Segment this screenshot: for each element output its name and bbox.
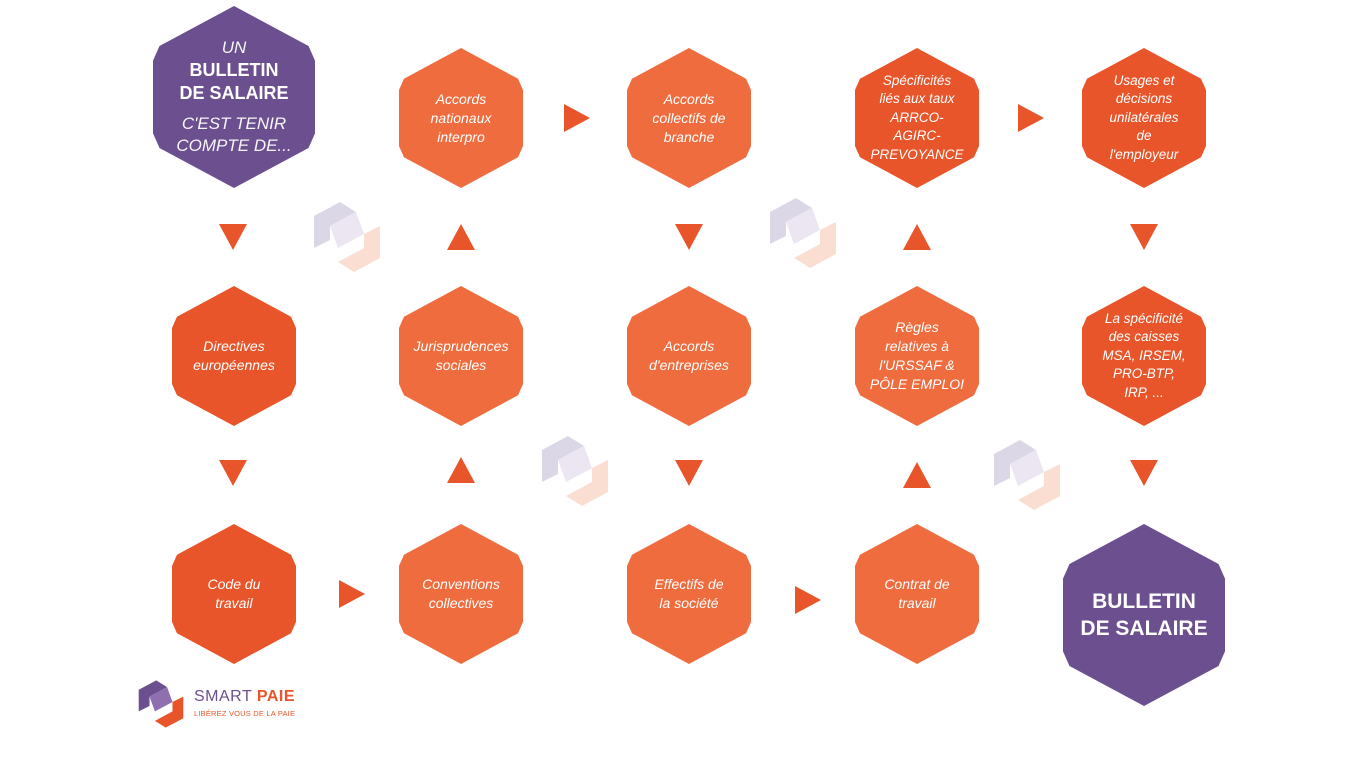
node-accords-collectifs: Accords collectifs de branche (627, 48, 751, 188)
node-line: de (1136, 128, 1152, 144)
node-code-travail: Code du travail (172, 524, 296, 664)
node-line: Accords (663, 90, 715, 107)
node-line: MSA, IRSEM, (1102, 347, 1186, 363)
start-line-1: UN (221, 38, 247, 57)
start-hexagon: UN BULLETIN DE SALAIRE C'EST TENIR COMPT… (153, 6, 315, 188)
node-line: Conventions (422, 576, 500, 592)
node-line: collectifs de (652, 109, 726, 126)
arrow-down (675, 224, 703, 250)
node-directives: Directives européennes (172, 286, 296, 426)
start-line-3: DE SALAIRE (179, 83, 289, 103)
node-contrat: Contrat de travail (855, 524, 979, 664)
node-line: Contrat de (884, 576, 950, 592)
end-line-1: BULLETIN (1092, 590, 1196, 613)
node-regles-urssaf: Règles relatives à l'URSSAF & PÔLE EMPLO… (855, 286, 979, 426)
arrow-down (1130, 460, 1158, 486)
watermark-logo-icon (994, 440, 1060, 510)
node-line: d'entreprises (649, 357, 729, 373)
end-line-2: DE SALAIRE (1080, 617, 1208, 640)
arrow-down (675, 460, 703, 486)
node-line: la société (659, 595, 719, 611)
arrow-right (1018, 104, 1044, 132)
node-line: unilatérales (1109, 109, 1179, 125)
logo-tagline: LIBÉREZ VOUS DE LA PAIE (194, 709, 296, 718)
logo-name-part1: SMART (194, 688, 257, 705)
node-line: PÔLE EMPLOI (869, 376, 965, 392)
node-line: AGIRC- (893, 128, 941, 144)
node-line: l'employeur (1109, 146, 1179, 162)
node-specificite-caisses: La spécificité des caisses MSA, IRSEM, P… (1082, 286, 1206, 426)
watermark-logo-icon (314, 202, 380, 272)
node-line: branche (663, 128, 715, 145)
node-line: travail (898, 595, 936, 611)
start-line-4: C'EST TENIR (181, 114, 287, 133)
smart-paie-logo: SMART PAIE LIBÉREZ VOUS DE LA PAIE (136, 676, 306, 736)
node-line: nationaux (430, 109, 492, 126)
node-line: La spécificité (1104, 310, 1184, 326)
node-line: Effectifs de (654, 576, 724, 592)
node-accords-nationaux: Accords nationaux interpro (399, 48, 523, 188)
arrow-right (339, 580, 365, 608)
node-line: Règles (895, 319, 939, 335)
node-line: relatives à (885, 338, 949, 354)
node-line: travail (215, 595, 253, 611)
node-line: européennes (193, 357, 275, 373)
arrow-right (564, 104, 590, 132)
node-specificites-taux: Spécificités liés aux taux ARRCO- AGIRC-… (855, 48, 979, 188)
node-line: des caisses (1108, 329, 1180, 345)
node-line: Usages et (1113, 72, 1175, 88)
logo-name: SMART PAIE (194, 688, 295, 706)
arrow-down (219, 224, 247, 250)
node-accords-entreprises: Accords d'entreprises (627, 286, 751, 426)
arrow-right (795, 586, 821, 614)
logo-name-part2: PAIE (256, 688, 296, 705)
node-line: PRO-BTP, (1112, 366, 1175, 382)
node-line: collectives (428, 595, 494, 611)
arrow-up (903, 462, 931, 488)
node-line: l'URSSAF & (879, 357, 955, 373)
node-line: décisions (1115, 91, 1173, 107)
node-usages-decisions: Usages et décisions unilatérales de l'em… (1082, 48, 1206, 188)
node-line: Directives (203, 338, 265, 354)
start-line-2: BULLETIN (189, 60, 279, 80)
arrow-down (219, 460, 247, 486)
node-line: IRP, ... (1124, 384, 1164, 400)
node-line: Jurisprudences (413, 338, 509, 354)
start-line-5: COMPTE DE... (176, 136, 292, 155)
node-line: Code du (207, 576, 261, 592)
node-jurisprudences: Jurisprudences sociales (399, 286, 523, 426)
node-line: Spécificités (882, 72, 952, 88)
node-line: sociales (435, 357, 487, 373)
end-hexagon: BULLETIN DE SALAIRE (1063, 524, 1225, 706)
node-line: Accords (435, 90, 487, 107)
node-line: interpro (437, 128, 485, 145)
node-line: Accords (663, 338, 715, 354)
arrow-up (447, 224, 475, 250)
arrow-down (1130, 224, 1158, 250)
node-line: liés aux taux (879, 91, 955, 107)
node-conventions: Conventions collectives (399, 524, 523, 664)
arrow-up (447, 457, 475, 483)
arrow-up (903, 224, 931, 250)
node-line: ARRCO- (890, 109, 944, 125)
smart-paie-logo-icon (138, 680, 184, 728)
watermark-logo-icon (542, 436, 608, 506)
node-effectifs: Effectifs de la société (627, 524, 751, 664)
node-line: PREVOYANCE (870, 146, 964, 162)
watermark-logo-icon (770, 198, 836, 268)
